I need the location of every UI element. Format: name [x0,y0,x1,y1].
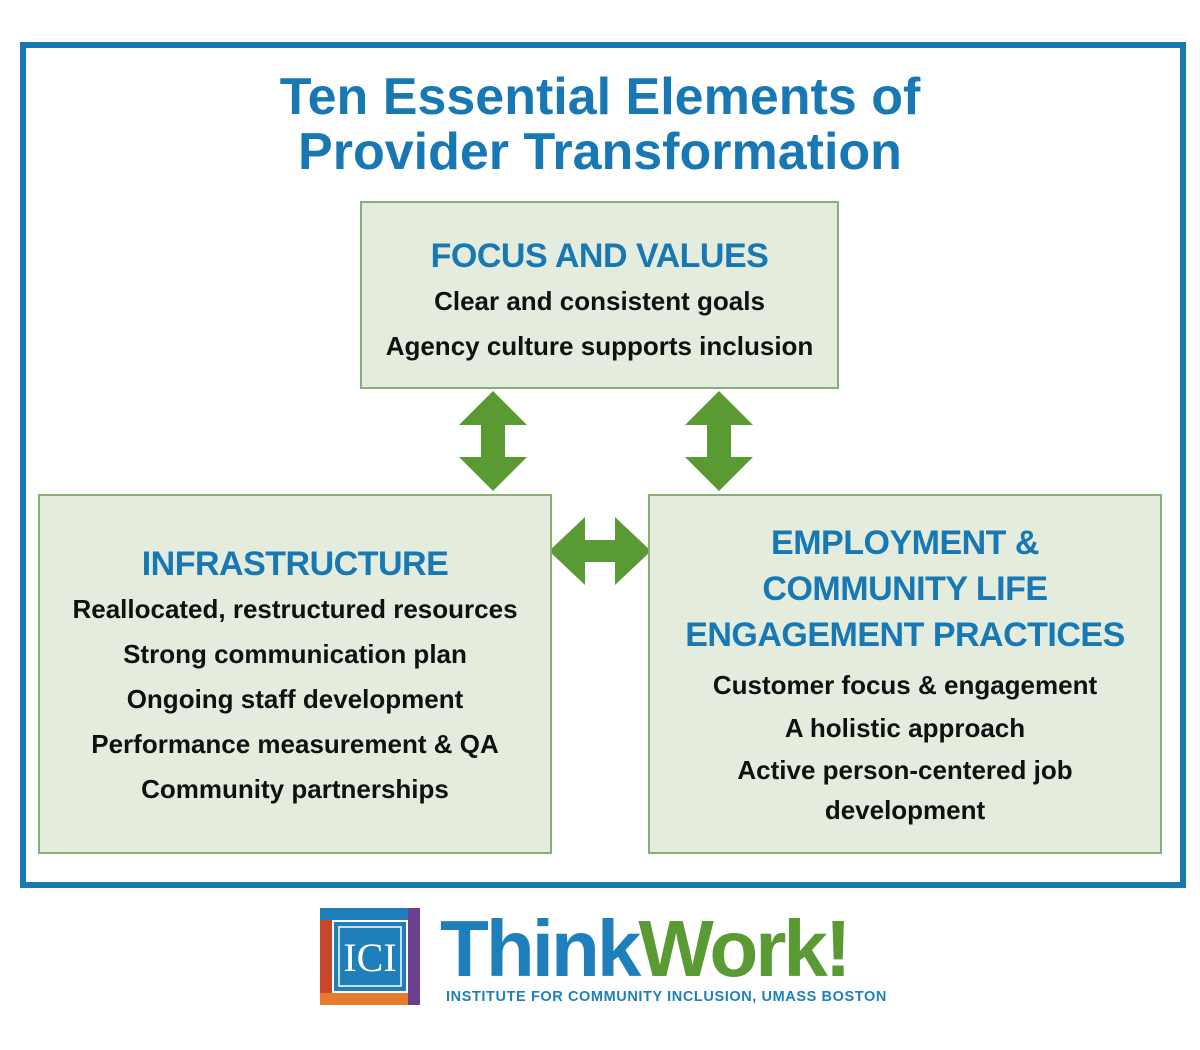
list-item: Reallocated, restructured resources [72,594,518,624]
double-arrow-vertical-left-icon [459,391,527,491]
list-item: A holistic approach [784,713,1026,743]
wordmark-work: Work! [638,904,851,993]
infrastructure-heading: INFRASTRUCTURE [141,545,449,583]
title-line-1: Ten Essential Elements of [279,68,921,126]
diagram-frame [20,42,1186,888]
thinkwork-wordmark: ThinkWork! [440,908,852,990]
heading-line-3: ENGAGEMENT PRACTICES [685,616,1125,654]
diagram-title: Ten Essential Elements of Provider Trans… [0,70,1200,180]
list-item: Performance measurement & QA [91,729,499,759]
employment-engagement-heading: EMPLOYMENT & COMMUNITY LIFE ENGAGEMENT P… [650,520,1160,658]
infrastructure-list: Reallocated, restructured resources Stro… [40,587,550,812]
list-item: Agency culture supports inclusion [385,331,814,361]
list-item: Active person-centered job development [737,755,1073,825]
employment-engagement-list: Customer focus & engagement A holistic a… [650,664,1160,830]
double-arrow-vertical-right-icon [685,391,753,491]
wordmark-think: Think [440,904,641,993]
ici-logo: ICI [320,908,420,1005]
heading-line-1: EMPLOYMENT & [771,524,1039,562]
employment-engagement-box: EMPLOYMENT & COMMUNITY LIFE ENGAGEMENT P… [648,494,1162,854]
list-item: Clear and consistent goals [434,286,765,316]
focus-values-heading: FOCUS AND VALUES [430,237,769,275]
list-item: Ongoing staff development [126,684,464,714]
title-line-2: Provider Transformation [298,123,902,181]
focus-values-box: FOCUS AND VALUES Clear and consistent go… [360,201,839,389]
organization-subtitle: INSTITUTE FOR COMMUNITY INCLUSION, UMASS… [446,989,887,1005]
heading-line-2: COMMUNITY LIFE [762,570,1048,608]
focus-values-list: Clear and consistent goals Agency cultur… [362,279,837,369]
double-arrow-horizontal-icon [549,517,651,585]
list-item: Strong communication plan [123,639,467,669]
ici-logo-text: ICI [343,935,396,980]
infrastructure-box: INFRASTRUCTURE Reallocated, restructured… [38,494,552,854]
list-item: Customer focus & engagement [712,670,1098,700]
list-item: Community partnerships [141,774,449,804]
